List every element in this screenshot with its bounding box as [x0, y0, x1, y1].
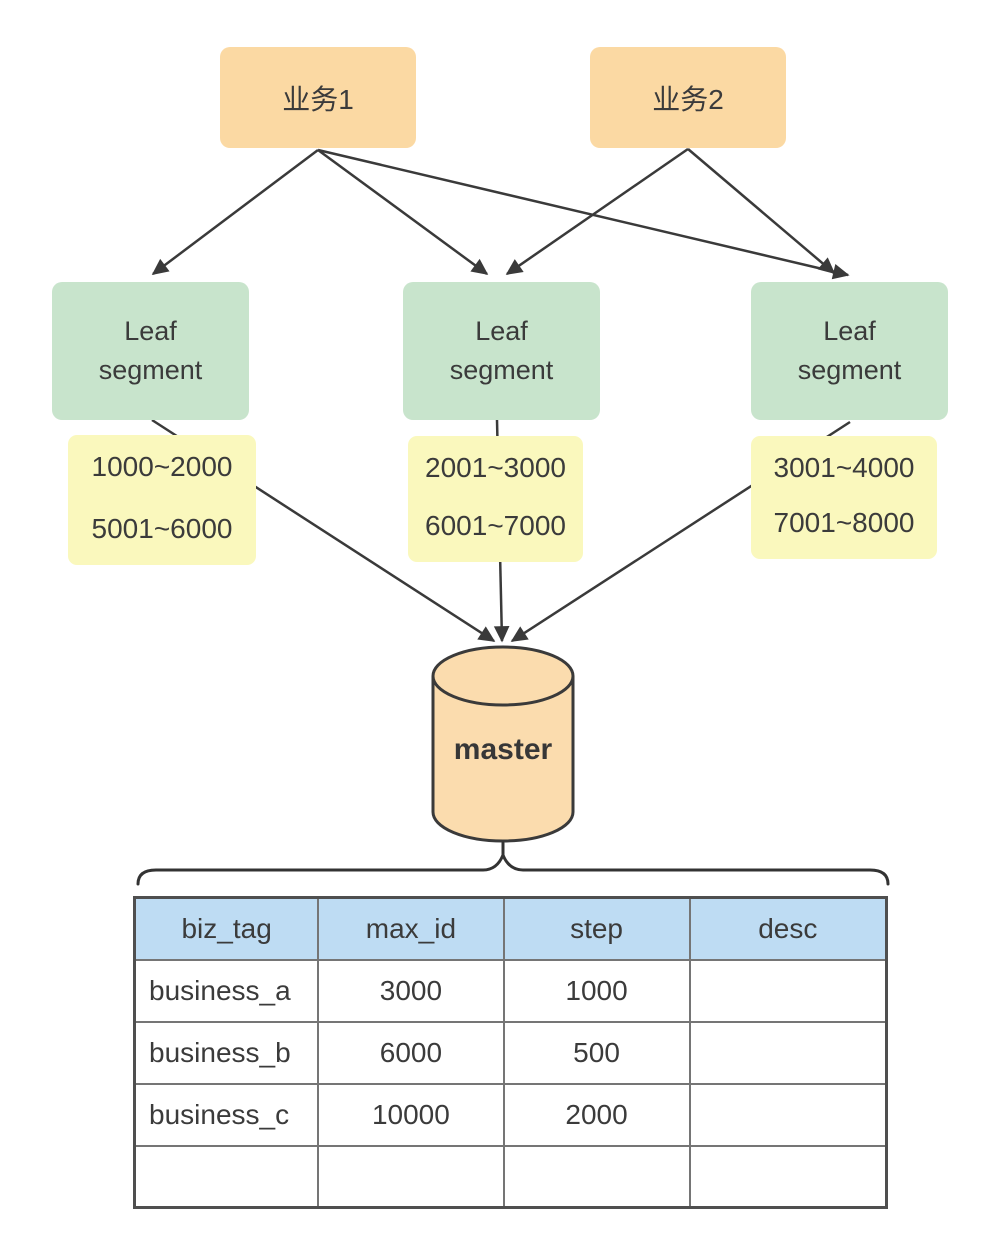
- cell-step: 2000: [502, 1082, 691, 1147]
- arrow-business2-to-leaf3: [687, 148, 836, 275]
- cell-step: 500: [502, 1020, 691, 1085]
- database-cylinder-icon: [431, 645, 575, 843]
- business-1-label: 业务1: [282, 83, 354, 115]
- table-header-row: biz_tag max_id step desc: [133, 896, 888, 961]
- leaf-segment-box-3: Leaf segment: [751, 282, 948, 420]
- leaf-segment-label-3: Leaf segment: [797, 315, 902, 385]
- leaf-segment-box-2: Leaf segment: [403, 282, 600, 420]
- cell-desc: [688, 958, 888, 1023]
- range-1b: 5001~6000: [91, 513, 233, 544]
- cell-biz-tag: business_c: [133, 1082, 320, 1147]
- cell-max-id: 10000: [317, 1082, 505, 1147]
- arrow-business1-to-leaf1: [151, 149, 319, 275]
- segment-ranges-box-3: 3001~4000 7001~8000: [751, 436, 937, 559]
- cell-desc: [688, 1020, 888, 1085]
- leaf-segment-label-2: Leaf segment: [449, 315, 554, 385]
- cell-step: 1000: [502, 958, 691, 1023]
- table-row: business_a 3000 1000: [133, 958, 888, 1023]
- cell-biz-tag: [133, 1144, 320, 1209]
- range-2a: 2001~3000: [425, 452, 566, 483]
- range-3b: 7001~8000: [773, 507, 915, 538]
- segment-ranges-box-2: 2001~3000 6001~7000: [408, 436, 583, 562]
- header-step: step: [502, 896, 691, 961]
- cell-max-id: 3000: [317, 958, 505, 1023]
- table-row: business_c 10000 2000: [133, 1082, 888, 1147]
- arrow-business1-to-leaf3: [317, 148, 850, 280]
- cell-max-id: [317, 1144, 505, 1209]
- curly-brace: [136, 841, 890, 886]
- range-2b: 6001~7000: [425, 510, 566, 541]
- table-row: business_b 6000 500: [133, 1020, 888, 1085]
- segment-ranges-box-1: 1000~2000 5001~6000: [68, 435, 256, 565]
- cell-step: [502, 1144, 691, 1209]
- leaf-segment-box-1: Leaf segment: [52, 282, 249, 420]
- business-2-box: 业务2: [590, 47, 786, 148]
- segments-table: biz_tag max_id step desc business_a 3000…: [133, 896, 888, 1209]
- header-biz-tag: biz_tag: [133, 896, 320, 961]
- leaf-segment-label-1: Leaf segment: [98, 315, 203, 385]
- business-2-label: 业务2: [652, 83, 724, 115]
- header-max-id: max_id: [317, 896, 505, 961]
- cell-desc: [688, 1144, 888, 1209]
- cell-max-id: 6000: [317, 1020, 505, 1085]
- cell-biz-tag: business_a: [133, 958, 320, 1023]
- business-1-box: 业务1: [220, 47, 416, 148]
- range-3a: 3001~4000: [773, 452, 915, 483]
- arrow-business2-to-leaf2: [505, 147, 689, 276]
- arrow-business1-to-leaf2: [317, 148, 489, 276]
- range-1a: 1000~2000: [91, 451, 233, 482]
- cell-desc: [688, 1082, 888, 1147]
- header-desc: desc: [688, 896, 888, 961]
- table-row: [133, 1144, 888, 1209]
- master-db-label: master: [453, 733, 553, 766]
- cell-biz-tag: business_b: [133, 1020, 320, 1085]
